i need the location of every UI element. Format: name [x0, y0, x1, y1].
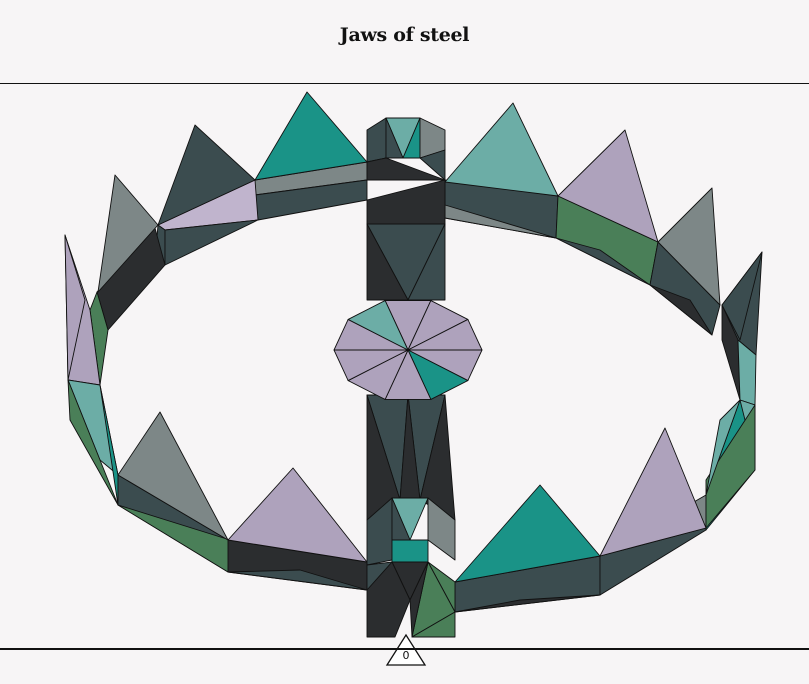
ring-tooth[interactable] [599, 427, 707, 557]
ring-tooth[interactable] [157, 124, 256, 226]
ring-face[interactable] [649, 284, 713, 336]
ring-tooth[interactable] [64, 234, 86, 381]
column-face[interactable] [366, 223, 409, 301]
ring-tooth[interactable] [227, 467, 368, 563]
ring-tooth[interactable] [705, 399, 741, 496]
ring-tooth[interactable] [657, 187, 721, 306]
header-bar: Jaws of steel [0, 0, 809, 84]
ring-tooth[interactable] [97, 174, 159, 293]
column-face[interactable] [419, 149, 446, 181]
move-counter-triangle [385, 633, 427, 666]
column-face[interactable] [366, 179, 446, 225]
ring-tooth[interactable] [117, 411, 229, 541]
column-face[interactable] [427, 497, 456, 561]
ring-tooth[interactable] [557, 129, 659, 243]
column-face[interactable] [411, 611, 456, 638]
move-counter-value: 0 [403, 649, 410, 662]
puzzle-title: Jaws of steel [339, 24, 470, 46]
column-face[interactable] [407, 223, 446, 301]
column-face[interactable] [391, 539, 429, 563]
ring-face[interactable] [164, 219, 259, 266]
column-face[interactable] [409, 561, 429, 638]
ring-face[interactable] [705, 404, 756, 529]
ring-face[interactable] [454, 594, 601, 613]
ring-tooth[interactable] [454, 484, 601, 583]
ring-face[interactable] [227, 569, 368, 591]
column-face[interactable] [366, 561, 411, 638]
ring-face[interactable] [555, 237, 651, 286]
ring-tooth[interactable] [444, 102, 559, 197]
center-decagon-wheel[interactable] [333, 300, 483, 400]
steel-jaw-ring[interactable] [64, 91, 763, 613]
column-face[interactable] [366, 157, 446, 181]
move-counter-marker: 0 [385, 633, 427, 666]
center-column[interactable] [366, 117, 456, 638]
bottom-border [0, 648, 809, 650]
wheel-segment[interactable] [347, 300, 409, 351]
ring-tooth[interactable] [254, 91, 368, 181]
ring-tooth[interactable] [721, 251, 763, 341]
column-face[interactable] [366, 117, 387, 163]
